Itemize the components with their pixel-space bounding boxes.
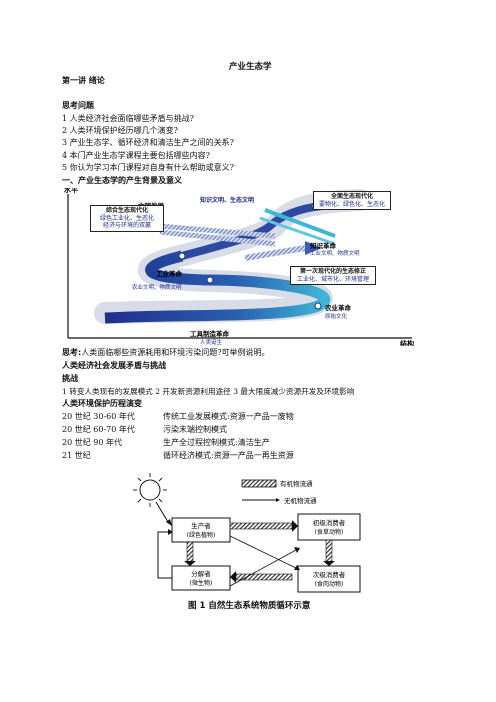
question-item: 3 产业生态学、循环经济和清洁生产之间的关系? <box>62 138 234 147</box>
questions-heading: 思考问题 <box>62 101 94 110</box>
section-heading: 一、产业生态学的产生背景及意义 <box>62 176 182 185</box>
eco-mod-title: 综合生态现代化 <box>105 207 148 214</box>
question-item: 2 人类环境保护经历哪几个演变? <box>62 126 178 135</box>
development-curve <box>104 250 331 324</box>
flow-line-diagonal-2 <box>229 549 297 587</box>
flow-line-diagonal <box>229 535 297 569</box>
timeline-period: 20 世纪 90 年代 <box>62 438 122 447</box>
label-know-rev-sub: 工业文明、物质文明 <box>310 249 360 257</box>
arrow-head <box>323 561 335 566</box>
label-agri-rev: 农业革命 <box>324 303 352 312</box>
timeline-period: 21 世纪 <box>62 451 91 460</box>
think-line: 思考:人类面临哪些资源耗用和环境污染问题?可举例说明。 <box>62 347 270 358</box>
producer-label: 生产者 <box>191 521 211 530</box>
eco-mod-box: 综合生态现代化 绿色工业化、生态化 经济与环境的双赢 <box>90 205 164 232</box>
secondary-label: 次级消费者 <box>313 570 346 579</box>
question-item: 1 人类经济社会面临哪些矛盾与挑战? <box>62 114 194 123</box>
arrow-head <box>166 519 172 526</box>
legend-inorganic: 无机物流通 <box>284 496 317 505</box>
first-mod-title: 第一次现代化的生态修正 <box>299 268 366 275</box>
flow-primary-to-secondary <box>325 539 333 563</box>
figure-caption: 图 1 自然生态系统物质循环示意 <box>188 601 311 611</box>
label-tool-rev: 工具制造革命 <box>190 329 230 338</box>
timeline-desc: 生产全过程控制模式:清洁生产 <box>163 438 270 447</box>
first-mod-sub: 工业化、城市化、环境管理 <box>296 275 369 283</box>
secondary-sub: (食肉动物) <box>315 580 344 588</box>
x-axis-label: 结构 <box>399 339 414 346</box>
primary-sub: (食草动物) <box>315 528 344 536</box>
timeline-desc: 循环经济模式:资源一产品一再生资源 <box>163 451 294 460</box>
label-know: 知识文明、生态文明 <box>200 196 254 204</box>
eco-mod-sub2: 经济与环境的双赢 <box>102 222 151 229</box>
arrow-head <box>294 565 300 570</box>
ray <box>264 208 336 238</box>
primary-consumer-box <box>297 513 361 541</box>
timeline-desc: 污染末端控制模式 <box>163 425 227 434</box>
y-axis-label: 水平 <box>64 188 78 194</box>
arrow-head <box>305 241 322 255</box>
development-curve-upper <box>180 202 323 260</box>
full-eco-sub: 要物化、绿色化、生态化 <box>318 200 385 208</box>
producer-box <box>171 517 231 543</box>
decomposer-label: 分解者 <box>191 569 211 578</box>
sun-ray-arrow <box>155 501 169 523</box>
full-eco-box: 全面生态现代化 要物化、绿色化、生态化 <box>313 191 391 210</box>
node-dot <box>206 276 214 284</box>
full-eco-title: 全面生态现代化 <box>330 193 373 200</box>
arrow-head <box>168 529 173 535</box>
arrow-head <box>230 571 236 583</box>
decomposer-sub: (微生物) <box>190 579 213 587</box>
arrow-head <box>184 561 196 566</box>
flow-producer-to-primary <box>229 522 293 530</box>
legend-organic: 有机物流通 <box>280 479 313 488</box>
ray <box>159 229 276 247</box>
sun-icon <box>133 473 167 507</box>
legend-organic-swatch <box>241 479 277 488</box>
arrow-head <box>292 520 298 532</box>
think-text: 人类面临哪些资源耗用和环境污染问题?可举例说明。 <box>81 348 270 357</box>
challenge-text: 1 转变人类现有的发展模式 2 开发新资源利用途径 3 最大限度减少资源开发及环… <box>62 387 355 396</box>
node-dot <box>314 302 322 310</box>
timeline-desc: 传统工业发展模式:资源一产品一废物 <box>163 412 294 421</box>
label-tool-rev-sub: 人类诞生 <box>200 338 223 346</box>
producer-sub: (绿色植物) <box>187 531 216 539</box>
label-know-rev: 知识革命 <box>310 241 337 250</box>
think-label: 思考: <box>62 348 82 357</box>
first-mod-box: 第一次现代化的生态修正 工业化、城市化、环境管理 <box>290 266 376 285</box>
flow-producer-to-decomposer <box>186 541 194 563</box>
label-agri-civ: 农业文明、物质文明 <box>132 283 182 291</box>
question-item: 5 你认为学习本门课程对自身有什么帮助或意义? <box>62 163 234 172</box>
cycle-diagram: 有机物流通 无机物流通 生产者 (绿色植物) 初级消费者 (食草动物) 分解者 … <box>133 473 361 593</box>
challenge-heading: 人类经济社会发展矛盾与挑战 <box>62 361 166 370</box>
eco-mod-sub1: 绿色工业化、生态化 <box>99 214 154 222</box>
node-dot <box>178 252 186 260</box>
secondary-consumer-box <box>297 565 361 593</box>
timeline-period: 20 世纪 60-70 年代 <box>62 425 135 434</box>
ray <box>244 245 306 261</box>
ray <box>159 223 276 239</box>
arrow-head <box>276 498 280 502</box>
arrow-head <box>294 547 300 553</box>
label-ind-rev: 工业革命 <box>156 269 183 278</box>
flow-decomposer-to-producer <box>157 531 172 579</box>
primary-label: 初级消费者 <box>313 518 346 527</box>
civilization-diagram: 水平 结构 文明发展 工具制造革命 人类诞生 农业革命 原始文化 工业革命 农业… <box>64 188 414 346</box>
lecture-heading: 第一讲 绪论 <box>62 76 105 85</box>
timeline-period: 20 世纪 30-60 年代 <box>62 412 135 421</box>
flow-secondary-to-decomposer <box>235 573 293 581</box>
page-title: 产业生态学 <box>229 62 272 72</box>
env-heading: 人类环境保护历程演变 <box>62 399 142 408</box>
question-item: 4 本门产业生态学课程主要包括哪些内容? <box>62 151 210 160</box>
label-agri-rev-sub: 原始文化 <box>325 312 348 320</box>
ray <box>259 216 336 246</box>
challenge-label: 挑战 <box>62 374 78 383</box>
